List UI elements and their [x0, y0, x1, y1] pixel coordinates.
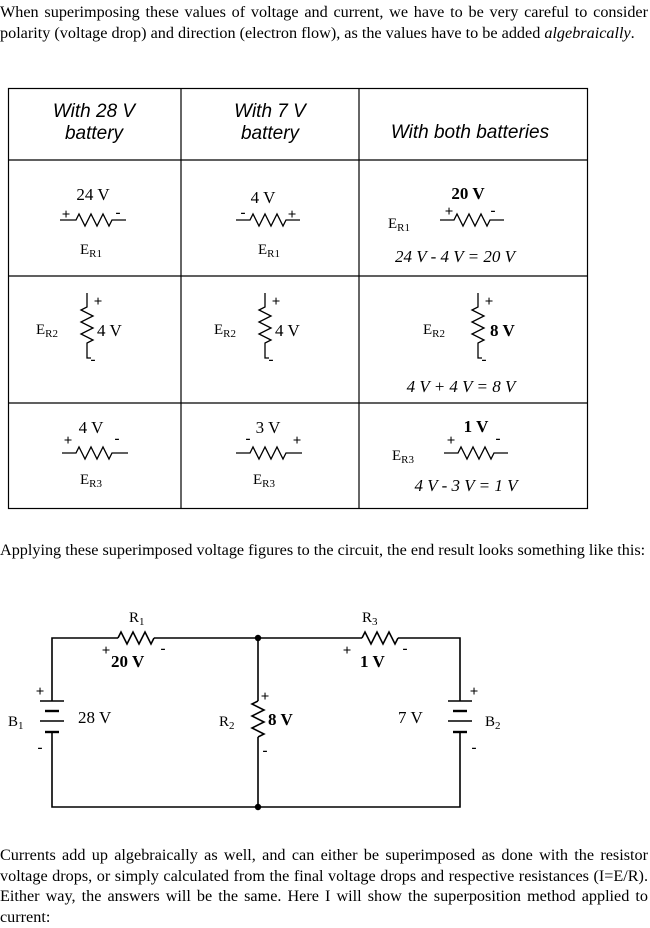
r1-28v-plus: +: [62, 207, 71, 223]
b2-plus: +: [470, 684, 479, 700]
r1-28v-resistor: [60, 212, 126, 228]
result-paragraph: Applying these superimposed voltage figu…: [0, 541, 646, 559]
table-grid: [7, 87, 589, 510]
r3-7v-plus: +: [293, 433, 302, 449]
r2-both-label: ER2: [423, 322, 445, 340]
header-7v-line2: battery: [241, 123, 301, 144]
b1-minus: -: [38, 740, 43, 756]
r3-28v-resistor: [62, 445, 128, 461]
header-both: With both batteries: [391, 122, 550, 143]
r2-28v-label: ER2: [36, 322, 58, 340]
r2-7v-resistor: [257, 293, 273, 359]
r2-7v-minus: -: [269, 352, 274, 368]
intro-emphasis: algebraically: [544, 23, 631, 42]
top-junction-dot: [254, 634, 262, 642]
voltage-table: With 28 V battery With 7 V battery With …: [7, 87, 589, 510]
r2-plus: +: [261, 689, 270, 705]
r3-both-minus: -: [496, 431, 501, 447]
r3-28v-minus: -: [115, 431, 120, 447]
r3-plus: +: [343, 643, 352, 659]
r1-drop: 20 V: [111, 652, 145, 671]
r1-7v-minus: -: [241, 205, 246, 221]
r2-28v-resistor: [79, 293, 95, 359]
intro-end: .: [630, 23, 635, 42]
r3-resistor: [361, 630, 399, 646]
r1-both-equation: 24 V - 4 V = 20 V: [395, 247, 518, 266]
r3-both-value: 1 V: [464, 417, 489, 436]
r2-label: R2: [219, 714, 235, 732]
r2-resistor: [250, 700, 266, 738]
r2-both-minus: -: [482, 352, 487, 368]
r3-28v-label: ER3: [80, 472, 103, 490]
r1-both-value: 20 V: [451, 184, 485, 203]
r3-both-plus: +: [447, 433, 456, 449]
r2-7v-value: 4 V: [275, 321, 300, 340]
currents-paragraph: Currents add up algebraically as well, a…: [0, 846, 648, 926]
circuit-diagram: R1 + 20 V - R3 + 1 V - + R2 8 V - + B1 2…: [8, 610, 501, 811]
r3-drop: 1 V: [360, 652, 385, 671]
r2-7v-plus: +: [272, 294, 281, 310]
header-28v-line2: battery: [65, 123, 125, 144]
r2-minus: -: [263, 743, 268, 759]
r1-7v-plus: +: [288, 207, 297, 223]
r1-plus: +: [102, 643, 111, 659]
r3-28v-plus: +: [64, 433, 73, 449]
intro-paragraph: When superimposing these values of volta…: [0, 2, 648, 43]
intro-text: When superimposing these values of volta…: [0, 3, 648, 42]
r1-28v-value: 24 V: [76, 185, 110, 204]
r3-7v-minus: -: [246, 431, 251, 447]
b2-label: B2: [485, 714, 501, 732]
r2-both-resistor: [470, 293, 486, 359]
r1-7v-label: ER1: [258, 242, 280, 260]
b1-plus: +: [36, 684, 45, 700]
r3-both-resistor: [444, 445, 508, 461]
r1-both-label: ER1: [388, 216, 410, 234]
b2-voltage: 7 V: [398, 708, 423, 727]
b2-minus: -: [472, 740, 477, 756]
r2-both-value: 8 V: [490, 321, 515, 340]
header-28v-line1: With 28 V: [53, 101, 138, 122]
r2-both-plus: +: [485, 294, 494, 310]
bottom-junction-dot: [254, 803, 262, 811]
r2-28v-plus: +: [94, 294, 103, 310]
r3-label: R3: [362, 610, 378, 628]
top-left-wire: [51, 637, 118, 690]
r1-7v-value: 4 V: [251, 188, 276, 207]
r3-7v-value: 3 V: [256, 418, 281, 437]
r1-28v-minus: -: [116, 205, 121, 221]
r2-28v-value: 4 V: [97, 321, 122, 340]
r2-28v-minus: -: [91, 352, 96, 368]
r3-minus: -: [403, 641, 408, 657]
b1-voltage: 28 V: [78, 708, 112, 727]
r1-7v-resistor: [236, 212, 300, 228]
r3-7v-label: ER3: [253, 472, 276, 490]
r1-both-plus: +: [445, 204, 454, 220]
top-right-wire: [398, 637, 461, 701]
header-7v-line1: With 7 V: [234, 101, 308, 122]
r1-both-resistor: [440, 212, 504, 228]
r3-both-label: ER3: [392, 448, 415, 466]
r3-both-equation: 4 V - 3 V = 1 V: [415, 476, 521, 495]
bottom-wire: [51, 744, 461, 808]
r1-resistor: [117, 630, 155, 646]
r2-both-equation: 4 V + 4 V = 8 V: [407, 377, 518, 396]
r1-minus: -: [161, 641, 166, 657]
r1-both-minus: -: [491, 203, 496, 219]
r3-7v-resistor: [236, 445, 302, 461]
r1-label: R1: [129, 610, 145, 628]
b1-label: B1: [8, 714, 24, 732]
r2-drop: 8 V: [268, 710, 293, 729]
r2-7v-label: ER2: [214, 322, 236, 340]
r1-28v-label: ER1: [80, 242, 102, 260]
r3-28v-value: 4 V: [79, 418, 104, 437]
